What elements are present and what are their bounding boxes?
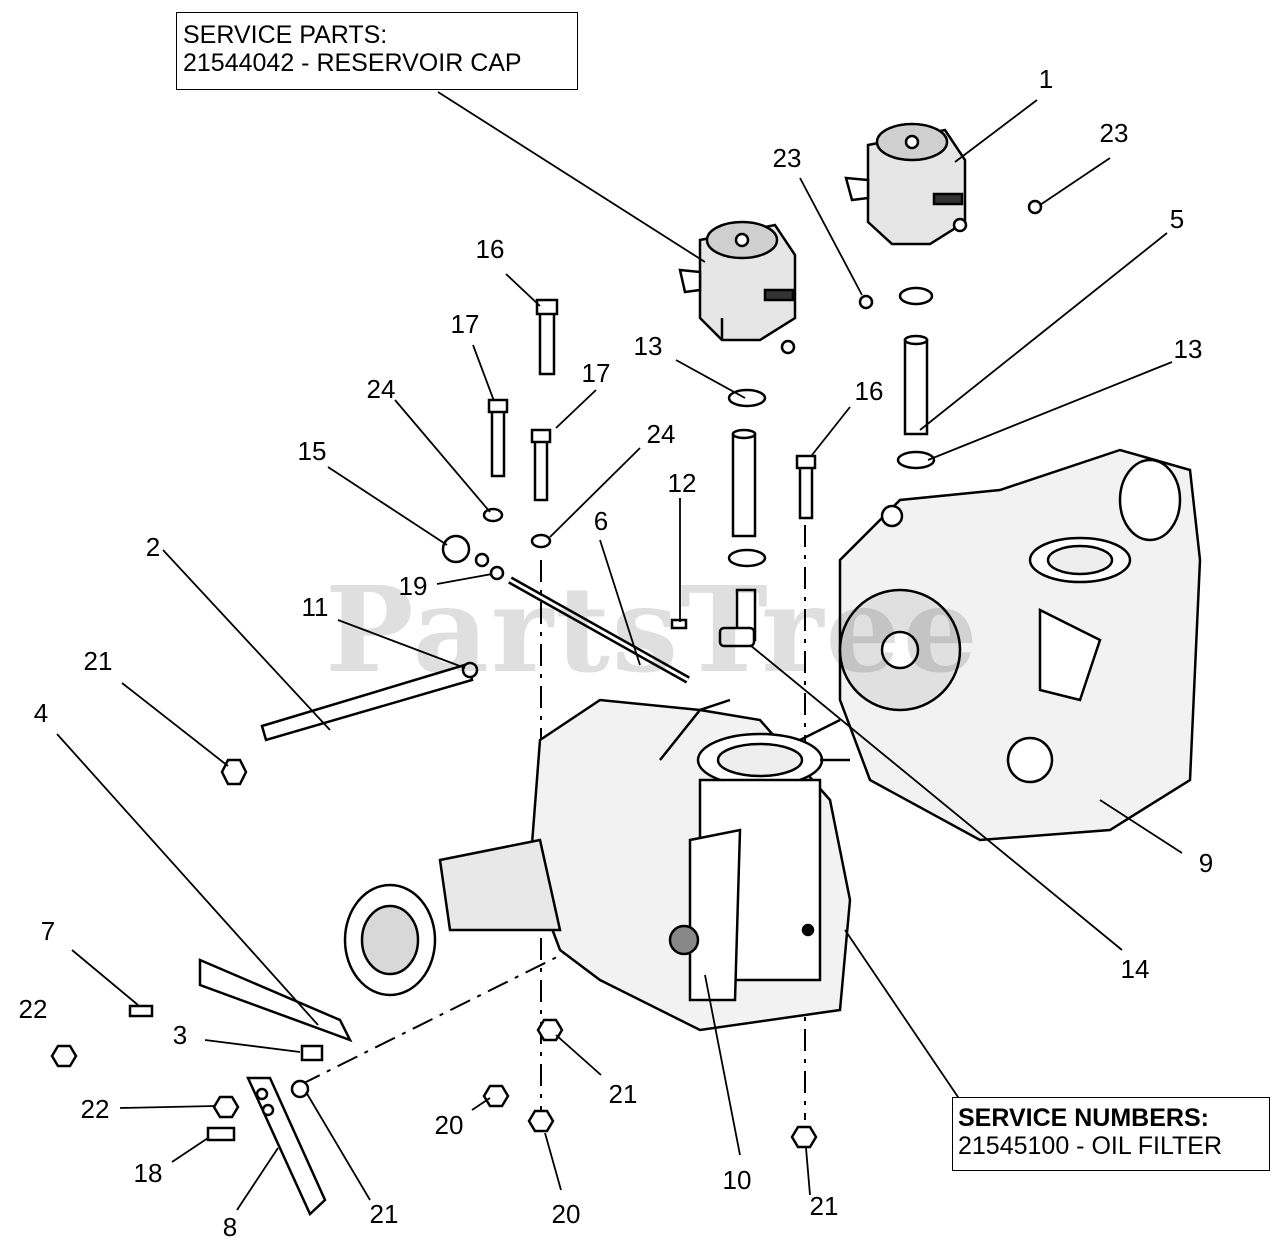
part-label-17a[interactable]: 17 bbox=[451, 309, 480, 339]
hose-left bbox=[731, 428, 757, 538]
service-parts-callout: SERVICE PARTS: 21544042 - RESERVOIR CAP bbox=[176, 12, 578, 90]
part-label-14[interactable]: 14 bbox=[1121, 954, 1150, 984]
part-label-13b[interactable]: 13 bbox=[1174, 334, 1203, 364]
part-label-1[interactable]: 1 bbox=[1039, 64, 1053, 94]
part-label-4[interactable]: 4 bbox=[34, 698, 48, 728]
part-label-23b[interactable]: 23 bbox=[1100, 118, 1129, 148]
part-label-23a[interactable]: 23 bbox=[773, 143, 802, 173]
part-label-7[interactable]: 7 bbox=[41, 916, 55, 946]
part-label-9[interactable]: 9 bbox=[1199, 848, 1213, 878]
service-numbers-item: 21545100 - OIL FILTER bbox=[958, 1132, 1223, 1160]
part-label-19[interactable]: 19 bbox=[399, 571, 428, 601]
service-numbers-callout: SERVICE NUMBERS: 21545100 - OIL FILTER bbox=[952, 1097, 1270, 1171]
part-label-2[interactable]: 2 bbox=[146, 532, 160, 562]
service-parts-item: 21544042 - RESERVOIR CAP bbox=[183, 49, 522, 77]
part-label-5[interactable]: 5 bbox=[1170, 204, 1184, 234]
part-label-16a[interactable]: 16 bbox=[476, 234, 505, 264]
part-label-3[interactable]: 3 bbox=[173, 1020, 187, 1050]
bracket bbox=[246, 1076, 327, 1217]
part-label-12[interactable]: 12 bbox=[668, 468, 697, 498]
service-numbers-header: SERVICE NUMBERS: bbox=[958, 1104, 1209, 1132]
small-hardware bbox=[50, 199, 1043, 1149]
part-label-10[interactable]: 10 bbox=[723, 1165, 752, 1195]
elbow-fitting bbox=[718, 588, 757, 648]
leader-lines bbox=[56, 91, 1183, 1211]
part-label-21a[interactable]: 21 bbox=[84, 646, 113, 676]
part-label-24b[interactable]: 24 bbox=[647, 419, 676, 449]
reservoir-right bbox=[844, 122, 967, 246]
bolts bbox=[487, 298, 817, 520]
part-label-11[interactable]: 11 bbox=[302, 592, 329, 622]
hose-right bbox=[903, 334, 929, 436]
part-label-8[interactable]: 8 bbox=[223, 1212, 237, 1242]
hose-clamps bbox=[727, 286, 936, 568]
part-label-21b[interactable]: 21 bbox=[609, 1079, 638, 1109]
part-label-17b[interactable]: 17 bbox=[582, 358, 611, 388]
part-label-20b[interactable]: 20 bbox=[552, 1199, 581, 1229]
part-label-20a[interactable]: 20 bbox=[435, 1110, 464, 1140]
transaxle-right bbox=[838, 448, 1202, 842]
part-label-21d[interactable]: 21 bbox=[810, 1191, 839, 1221]
watermark: PartsTree bbox=[325, 560, 980, 699]
part-label-16b[interactable]: 16 bbox=[855, 376, 884, 406]
part-label-18[interactable]: 18 bbox=[134, 1158, 163, 1188]
service-parts-header: SERVICE PARTS: bbox=[183, 21, 388, 49]
part-label-24a[interactable]: 24 bbox=[367, 374, 396, 404]
part-label-22a[interactable]: 22 bbox=[19, 994, 48, 1024]
part-label-15[interactable]: 15 bbox=[298, 436, 327, 466]
part-label-22b[interactable]: 22 bbox=[81, 1094, 110, 1124]
transaxle-left bbox=[343, 698, 852, 1032]
part-label-21c[interactable]: 21 bbox=[370, 1199, 399, 1229]
part-label-6[interactable]: 6 bbox=[594, 506, 608, 536]
part-label-13a[interactable]: 13 bbox=[634, 331, 663, 361]
reservoir-left bbox=[678, 220, 797, 342]
